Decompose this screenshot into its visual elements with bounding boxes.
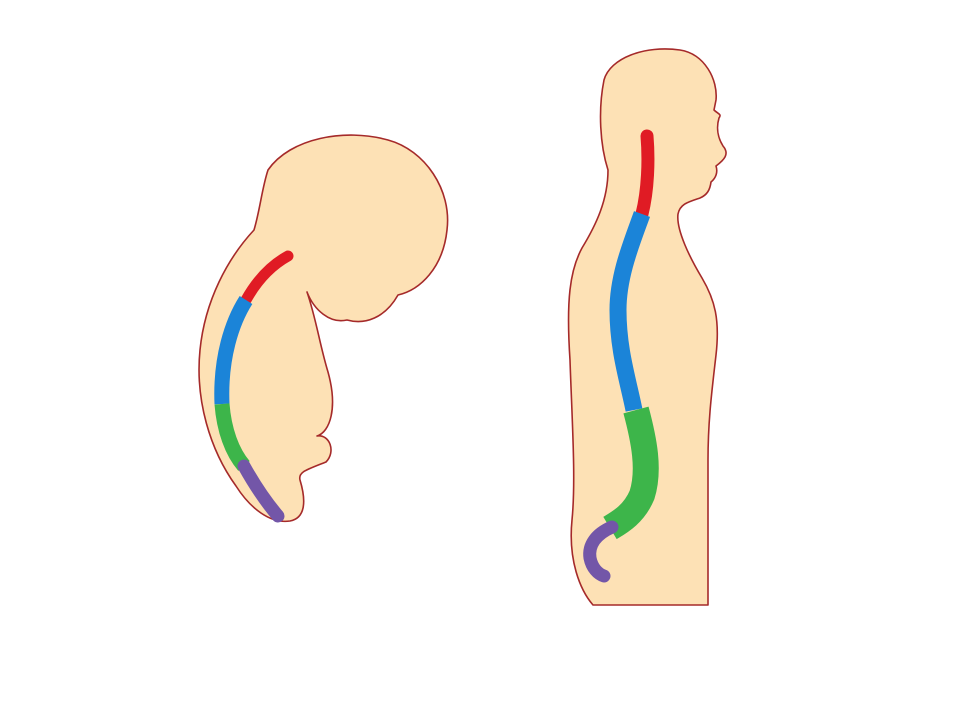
fetus-spine-sacral [237, 459, 285, 523]
fetus-silhouette [198, 134, 449, 523]
fetus-spine-thoracic [214, 295, 253, 405]
adult-silhouette [567, 48, 727, 606]
adult-spine-thoracic [609, 211, 651, 412]
adult-spine-sacral [583, 520, 619, 583]
fetus-spine-cervical [240, 250, 294, 306]
adult-spine-lumbar [603, 406, 659, 540]
adult-figure [567, 48, 727, 606]
fetus-figure [198, 134, 449, 523]
adult-spine-cervical [635, 129, 655, 221]
